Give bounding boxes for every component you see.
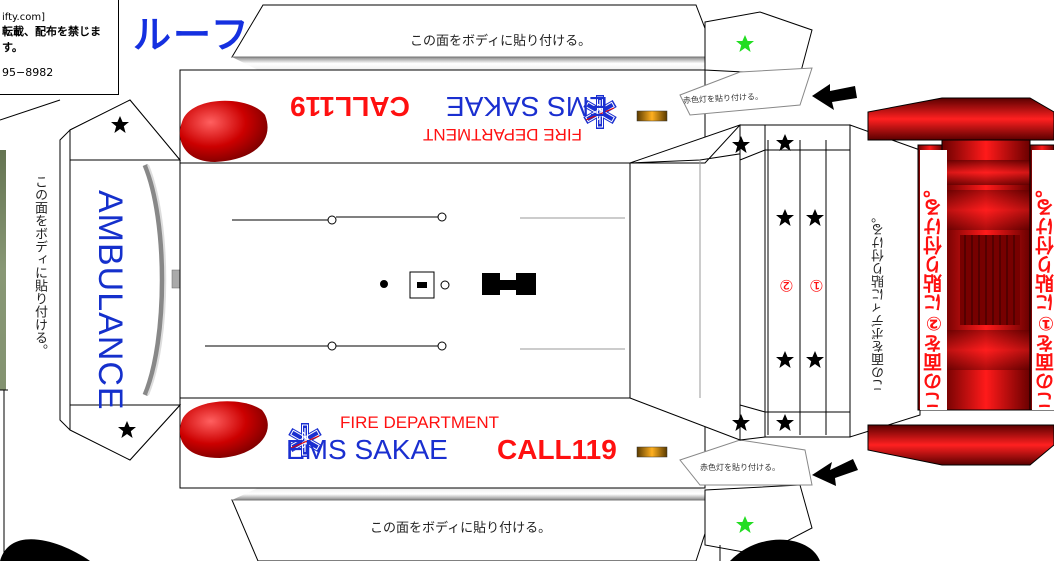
red-light-label-bottom: 赤色灯を貼り付ける。 [700, 463, 780, 472]
paste-body-label-left: この面をボディに貼り付ける。 [32, 175, 47, 357]
paste-body-label-bottom: この面をボディに貼り付ける。 [370, 521, 552, 536]
arrow-icon [812, 84, 858, 486]
credit-line-3: 95−8982 [2, 66, 54, 79]
credit-line-1: ifty.com] [2, 12, 45, 23]
ems-sakae-text: EMS SAKAE [286, 434, 448, 465]
paste-body-label-top: この面をボディに貼り付ける。 [410, 34, 592, 49]
paste-face-1-label: この面を①に貼り付ける。 [1032, 150, 1054, 410]
ambulance-text: AMBULANCE [91, 190, 129, 411]
call-number-text-flipped: CALL119 [290, 91, 410, 122]
fire-department-text-flipped: FIRE DEPARTMENT [423, 125, 582, 144]
credit-line-2: 転載、配布を禁じます。 [2, 25, 101, 54]
circle-1-label: ① [807, 276, 826, 295]
paste-body-label-right: この面をボディに貼り付ける。 [872, 210, 887, 392]
credit-box: ifty.com] 転載、配布を禁じます。 95−8982 [0, 0, 119, 95]
page-title: ルーフ [133, 13, 251, 57]
call-number-text: CALL119 [497, 434, 617, 465]
paste-face-2-label: この面を②に貼り付ける。 [920, 150, 947, 410]
fire-department-text: FIRE DEPARTMENT [340, 413, 499, 432]
ems-sakae-text-flipped: EMS SAKAE [446, 91, 608, 122]
circle-2-label: ② [777, 276, 796, 295]
